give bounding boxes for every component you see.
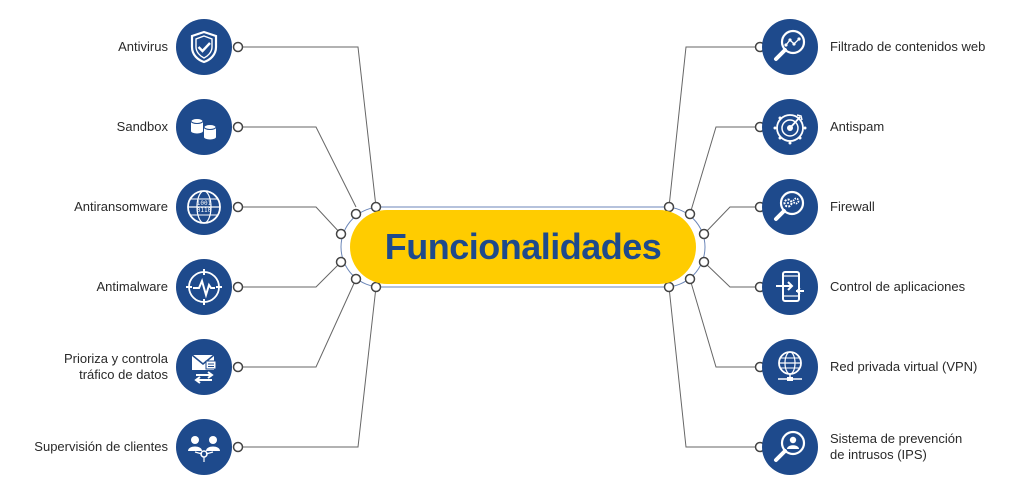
diagram-title: Funcionalidades	[384, 226, 662, 267]
label-antimalware: Antimalware	[96, 279, 168, 294]
svg-text:1001: 1001	[197, 200, 212, 207]
label-antiransomware: Antiransomware	[74, 199, 168, 214]
center-pill: Funcionalidades	[350, 210, 696, 284]
label-antispam: Antispam	[830, 119, 885, 134]
pulse-icon	[176, 259, 232, 315]
gears-magnifier-icon	[762, 179, 818, 235]
target-icon	[762, 99, 818, 155]
globe-network-icon	[762, 339, 818, 395]
mail-arrows-icon	[176, 339, 232, 395]
label-app-control: Control de aplicaciones	[830, 279, 966, 294]
label-firewall: Firewall	[830, 199, 875, 214]
magnifier-user-icon	[762, 419, 818, 475]
users-network-icon	[176, 419, 232, 475]
label-vpn: Red privada virtual (VPN)	[830, 359, 978, 374]
label-ips: Sistema de prevención de intrusos (IPS)	[830, 431, 963, 462]
label-client-supervision: Supervisión de clientes	[34, 439, 168, 454]
label-antivirus: Antivirus	[118, 39, 168, 54]
mobile-app-icon	[762, 259, 818, 315]
label-traffic-priority: Prioriza y controla tráfico de datos	[63, 351, 168, 382]
sandbox-icon	[176, 99, 232, 155]
magnifier-network-icon	[762, 19, 818, 75]
label-sandbox: Sandbox	[116, 119, 168, 134]
label-web-filter: Filtrado de contenidos web	[830, 39, 986, 54]
svg-text:0110: 0110	[197, 207, 212, 214]
shield-check-icon	[176, 19, 232, 75]
